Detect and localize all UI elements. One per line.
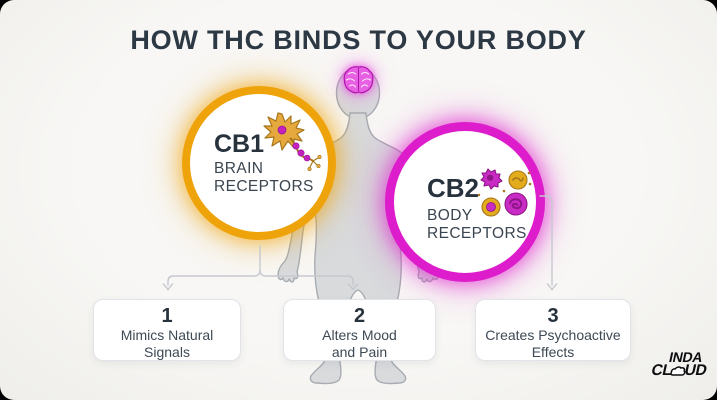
cb2-receptor-circle: CB2 BODY RECEPTORS — [385, 122, 545, 282]
effect-number: 2 — [353, 305, 366, 327]
cb1-receptor-circle: CB1 BRAIN RECEPTORS — [182, 86, 336, 240]
page-title: HOW THC BINDS TO YOUR BODY — [130, 25, 587, 55]
cb2-sublabel: BODY RECEPTORS — [427, 207, 527, 242]
cloud-icon — [670, 365, 686, 376]
brain-icon — [341, 65, 376, 95]
cb2-label: CB2 — [427, 173, 480, 203]
effect-number: 3 — [547, 305, 559, 327]
effect-number: 1 — [161, 305, 173, 327]
cb1-label: CB1 — [214, 130, 265, 158]
body-cells-icon — [477, 168, 532, 217]
cb1-sublabel: BRAIN RECEPTORS — [214, 160, 314, 195]
neuron-icon — [263, 112, 322, 171]
